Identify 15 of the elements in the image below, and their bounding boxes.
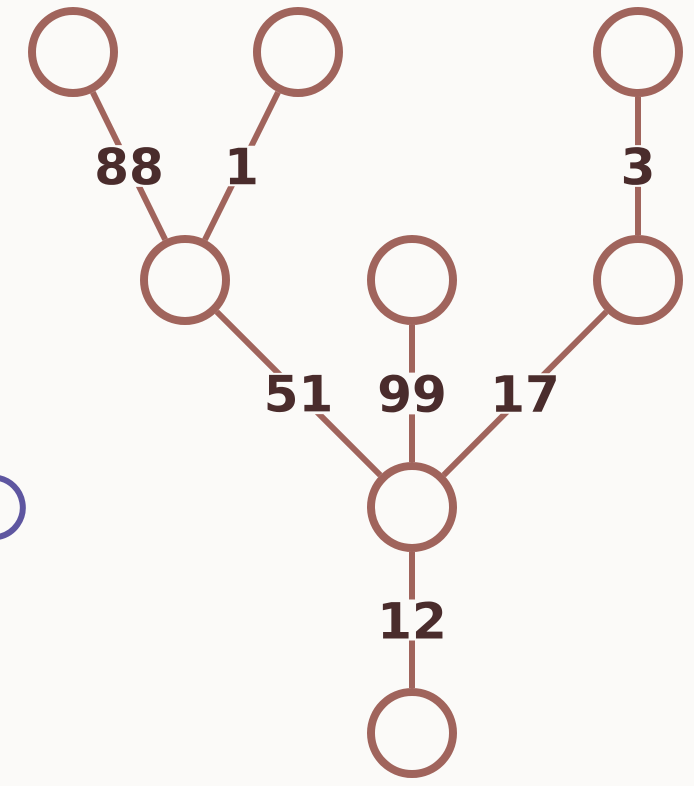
edge-label: 88 — [92, 145, 166, 187]
circle-node — [593, 235, 683, 325]
edge-label: 1 — [222, 146, 261, 186]
circle-node — [593, 7, 683, 97]
circle-node — [28, 7, 118, 97]
edge-label: 12 — [375, 599, 449, 641]
circle-node — [367, 688, 457, 778]
edge-label: 51 — [262, 372, 336, 414]
edge-label: 17 — [488, 373, 562, 414]
circle-node — [367, 462, 457, 552]
circle-node — [253, 7, 343, 97]
circle-node — [367, 235, 457, 325]
circle-node — [140, 235, 230, 325]
edge-label: 3 — [618, 145, 658, 187]
edge-label: 99 — [375, 372, 449, 414]
